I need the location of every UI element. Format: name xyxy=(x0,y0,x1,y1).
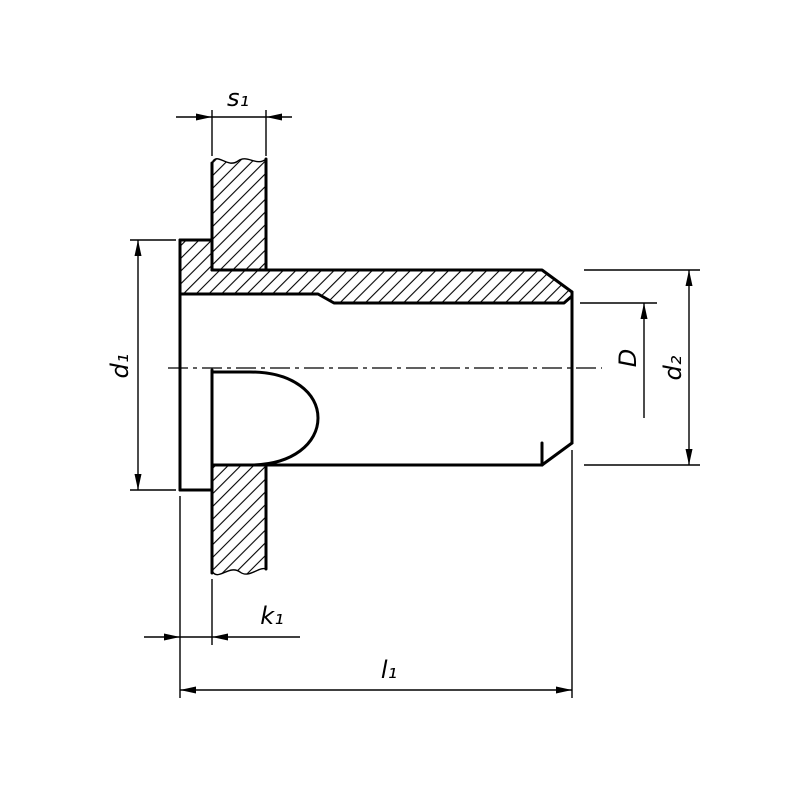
dimension-l1: l₁ xyxy=(179,450,573,698)
dimension-d1: d₁ xyxy=(106,239,176,491)
k1-arrow-right xyxy=(212,633,228,641)
dimension-s1: s₁ xyxy=(176,84,292,156)
d2-arrow-bottom xyxy=(685,449,693,465)
d1-arrow-bottom xyxy=(134,474,142,490)
s1-arrow-left xyxy=(196,113,212,121)
dimension-label-d1: d₁ xyxy=(106,354,134,379)
k1-arrow-left xyxy=(164,633,180,641)
d2-arrow-top xyxy=(685,270,693,286)
dimension-label-d2: d₂ xyxy=(659,355,687,380)
dimension-label-s1: s₁ xyxy=(227,84,249,112)
plate-top-hatch xyxy=(212,158,266,270)
rivet-nut xyxy=(178,238,574,575)
dimension-label-l1: l₁ xyxy=(381,656,397,684)
plate-top-break-line xyxy=(211,158,267,164)
body-bottom-chamfer xyxy=(540,441,574,467)
D-arrow-top xyxy=(640,303,648,319)
dimension-label-k1: k₁ xyxy=(260,602,284,630)
dimension-label-D: D xyxy=(614,349,642,367)
d1-arrow-top xyxy=(134,240,142,256)
plate-bottom-hatch xyxy=(212,465,266,575)
workpiece-plate xyxy=(210,157,268,576)
deformation-dome xyxy=(210,370,320,467)
dimension-D: D xyxy=(580,302,657,418)
s1-arrow-right xyxy=(266,113,282,121)
plate-bottom-break-line xyxy=(211,567,267,576)
l1-arrow-right xyxy=(556,686,572,694)
dimension-k1: k₁ xyxy=(144,579,300,645)
dimension-d2: d₂ xyxy=(584,269,700,466)
l1-arrow-left xyxy=(180,686,196,694)
